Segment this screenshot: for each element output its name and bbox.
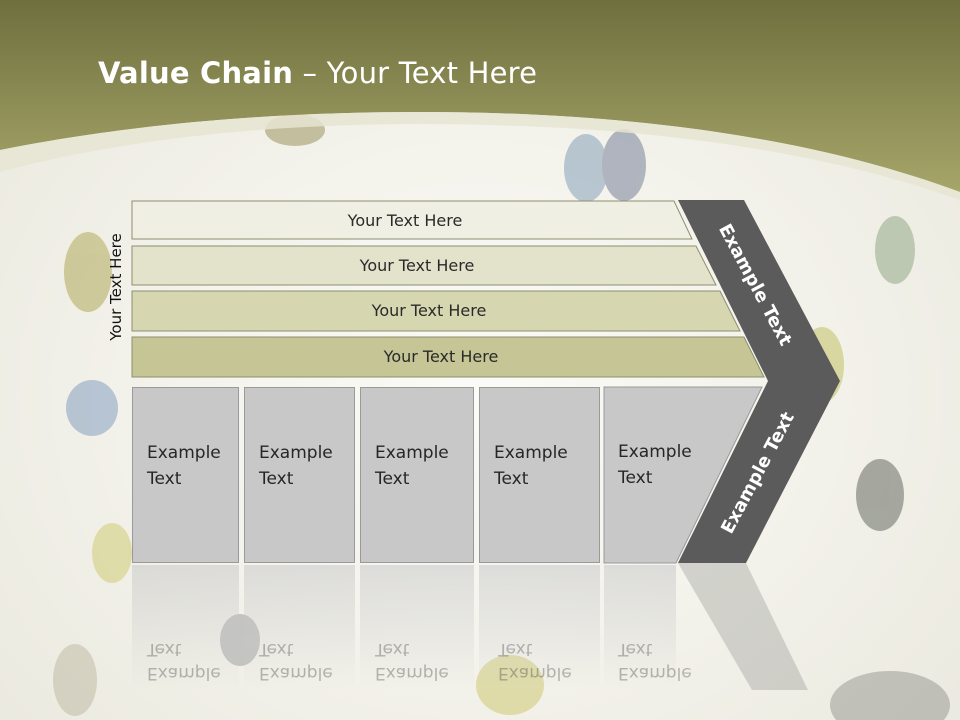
bird-image <box>92 523 132 583</box>
bird-image <box>53 644 97 716</box>
bird-image <box>830 671 950 720</box>
bar-2: Your Text Here <box>359 255 475 275</box>
bird-image <box>564 134 608 202</box>
bird-image <box>64 232 112 312</box>
slide-title: Value Chain – Your Text Here <box>98 56 537 90</box>
chevron-reflection <box>678 563 808 690</box>
bar-1: Your Text Here <box>347 210 463 230</box>
bird-image <box>856 459 904 531</box>
bar-3: Your Text Here <box>371 300 487 320</box>
bird-image <box>66 380 118 436</box>
bar-4: Your Text Here <box>383 346 499 366</box>
bar-shape <box>131 336 765 378</box>
box-shape-5 <box>603 386 763 564</box>
bird-image <box>602 129 646 201</box>
bird-image <box>875 216 915 284</box>
title-bold: Value Chain <box>98 56 294 90</box>
chevron-shape <box>678 200 840 563</box>
box-reflection <box>244 565 355 690</box>
box-reflection <box>360 565 474 690</box>
header-banner <box>0 0 960 200</box>
bar-shape <box>131 290 741 332</box>
box-reflection <box>132 565 239 690</box>
box-reflection <box>604 565 676 690</box>
bar-shape <box>131 245 717 286</box>
title-rest: – Your Text Here <box>293 56 538 90</box>
box-reflection <box>479 565 600 690</box>
bar-shape <box>131 200 693 240</box>
